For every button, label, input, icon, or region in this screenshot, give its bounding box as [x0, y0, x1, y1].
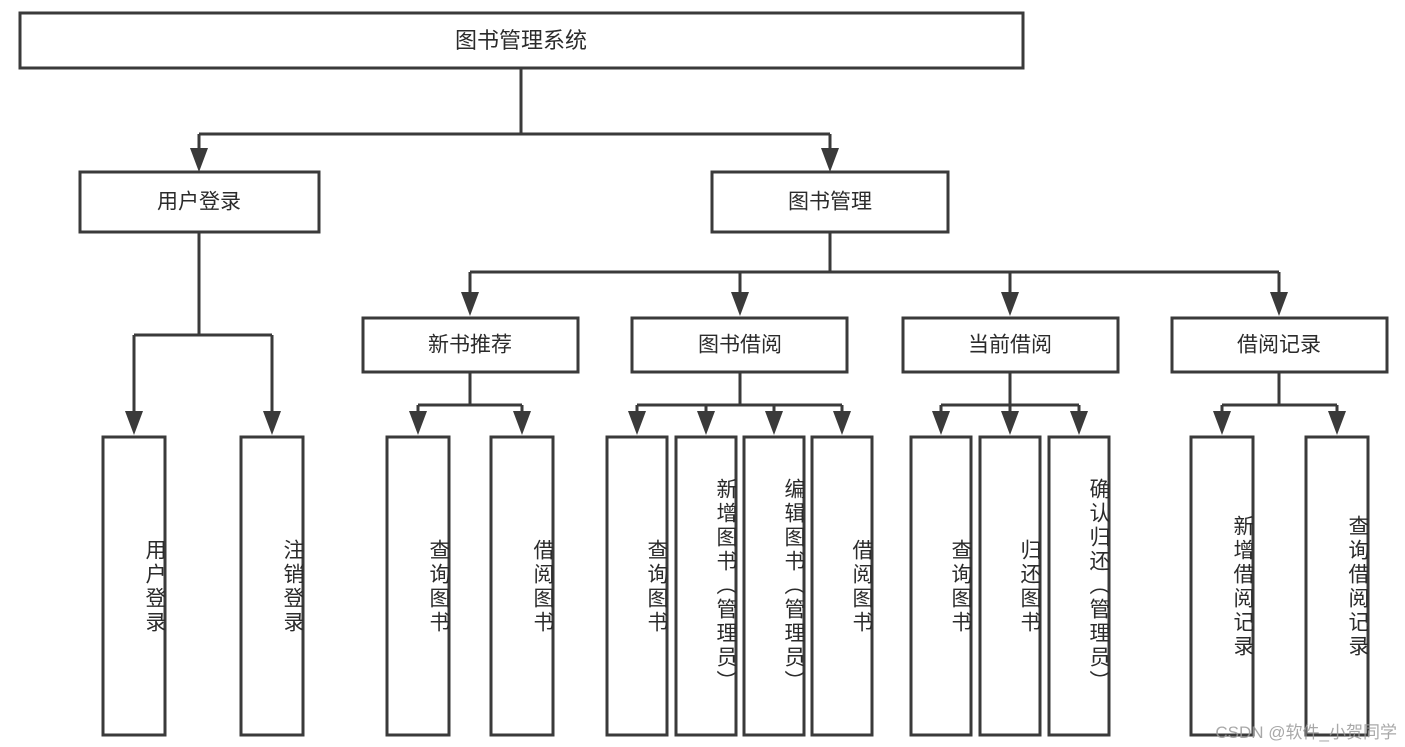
node-borrow-record-label: 借阅记录 [1237, 334, 1321, 357]
node-leaf-borrow-book-recommend[interactable] [489, 435, 555, 737]
node-leaf-query-book-recommend[interactable] [385, 435, 451, 737]
node-root-system[interactable]: 图书管理系统 [18, 11, 1025, 70]
node-new-book-recommend[interactable]: 新书推荐 [361, 316, 580, 374]
connector-bookmgmt-to-level3 [461, 232, 1288, 316]
node-leaf-return-book[interactable] [978, 435, 1042, 737]
node-root-label: 图书管理系统 [455, 28, 587, 53]
node-leaf-edit-book-admin[interactable] [742, 435, 806, 737]
csdn-watermark: CSDN @软件_小贺同学 [1215, 723, 1397, 742]
node-book-borrow[interactable]: 图书借阅 [630, 316, 849, 374]
node-leaf-query-book-current[interactable] [909, 435, 973, 737]
node-leaf-confirm-return-admin[interactable] [1047, 435, 1111, 737]
node-current-borrow[interactable]: 当前借阅 [901, 316, 1120, 374]
connector-bookborrow-to-leaves [628, 372, 851, 435]
node-book-management[interactable]: 图书管理 [710, 170, 950, 234]
connector-borrowrecord-to-leaves [1213, 372, 1346, 435]
node-leaf-borrow-book[interactable] [810, 435, 874, 737]
node-user-login[interactable]: 用户登录 [78, 170, 321, 234]
node-leaf-add-book-admin[interactable] [674, 435, 738, 737]
node-leaf-query-book-borrow[interactable] [605, 435, 669, 737]
node-leaf-logout[interactable] [239, 435, 305, 737]
node-new-book-recommend-label: 新书推荐 [428, 334, 512, 357]
connector-newbook-to-leaves [409, 372, 531, 435]
node-borrow-record[interactable]: 借阅记录 [1170, 316, 1389, 374]
node-book-management-label: 图书管理 [788, 191, 872, 214]
node-leaf-user-login[interactable] [101, 435, 167, 737]
node-book-borrow-label: 图书借阅 [698, 334, 782, 357]
node-leaf-add-borrow-record[interactable] [1189, 435, 1255, 737]
connector-userlogin-to-leaves [125, 232, 281, 435]
connector-root-to-level2 [190, 68, 839, 172]
node-user-login-label: 用户登录 [157, 191, 241, 214]
node-current-borrow-label: 当前借阅 [968, 334, 1052, 357]
connector-currentborrow-to-leaves [932, 372, 1088, 435]
node-leaf-query-borrow-record[interactable] [1304, 435, 1370, 737]
